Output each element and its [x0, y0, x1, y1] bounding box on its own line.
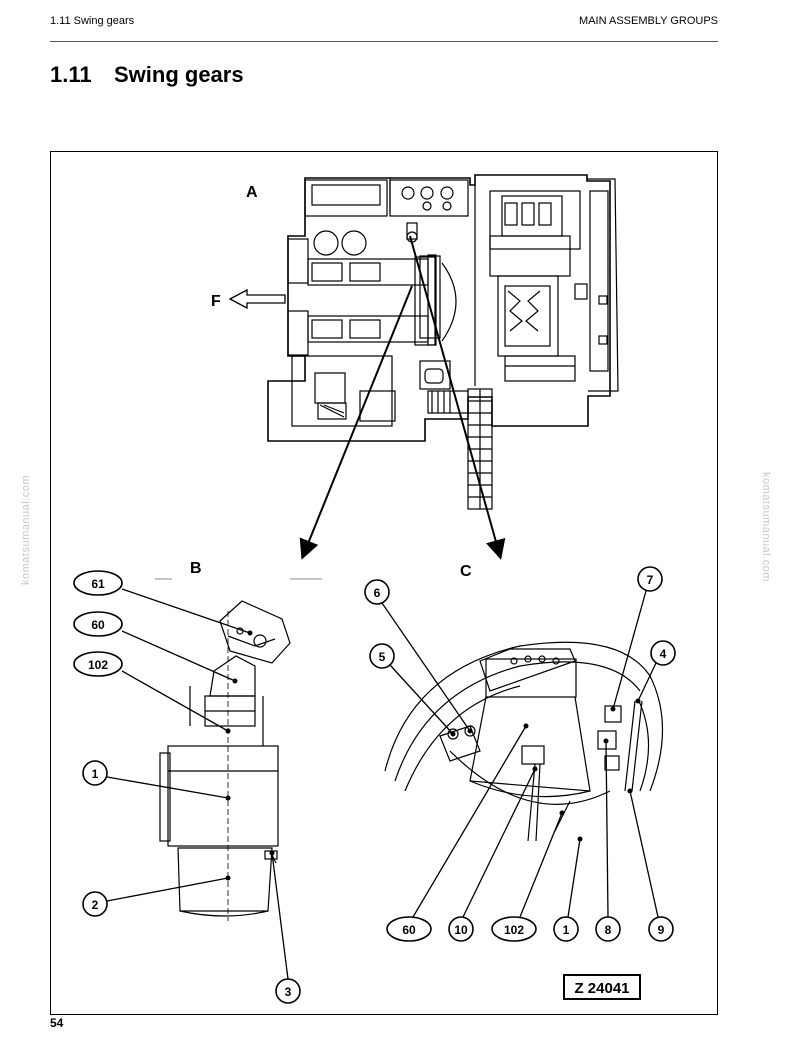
- title-number: 1.11: [50, 62, 92, 87]
- drawing-id: Z 24041: [574, 980, 629, 997]
- callout-1-b: 1: [82, 760, 231, 801]
- callout-9: 9: [627, 788, 674, 942]
- callout-3-b: 3: [269, 850, 301, 1004]
- view-a-label: A: [246, 184, 258, 201]
- header-rule: [50, 41, 718, 42]
- callout-1-c: 1: [553, 836, 583, 942]
- view-a-plan: [267, 174, 619, 510]
- header-chapter: MAIN ASSEMBLY GROUPS: [579, 15, 718, 27]
- svg-text:60: 60: [91, 618, 105, 632]
- svg-text:1: 1: [92, 767, 99, 781]
- svg-text:10: 10: [454, 923, 468, 937]
- svg-text:102: 102: [88, 658, 108, 672]
- title-text: Swing gears: [114, 62, 244, 87]
- callout-8: 8: [595, 738, 621, 942]
- callout-6: 6: [364, 579, 473, 734]
- callout-61: 61: [73, 570, 253, 636]
- svg-text:6: 6: [374, 586, 381, 600]
- callouts-view-c: 6 5 7 4 60 10: [364, 566, 676, 942]
- callout-7: 7: [610, 566, 663, 712]
- callout-60-c: 60: [386, 723, 529, 942]
- svg-text:8: 8: [605, 923, 612, 937]
- callout-2-b: 2: [82, 875, 231, 917]
- view-b-gear-side: [159, 600, 291, 921]
- swing-gear-drawing: A F B C: [73, 174, 676, 1004]
- view-b-label: B: [190, 560, 202, 577]
- direction-label: F: [211, 293, 221, 310]
- arrow-to-view-b: [299, 285, 413, 560]
- svg-text:9: 9: [658, 923, 665, 937]
- view-c-label: C: [460, 563, 472, 580]
- svg-text:60: 60: [402, 923, 416, 937]
- arrow-to-view-c: [409, 235, 506, 560]
- svg-text:61: 61: [91, 577, 105, 591]
- callout-60-b: 60: [73, 611, 238, 684]
- forward-direction-arrow: F: [211, 288, 286, 310]
- callout-102-c: 102: [491, 810, 565, 942]
- callout-10: 10: [448, 766, 538, 942]
- svg-text:7: 7: [647, 573, 654, 587]
- svg-text:4: 4: [660, 647, 667, 661]
- svg-text:102: 102: [504, 923, 524, 937]
- figure-frame: [50, 151, 718, 1015]
- watermark-right: komatsumanual.com: [760, 472, 772, 582]
- callout-5: 5: [369, 643, 456, 737]
- page-title: 1.11 Swing gears: [50, 62, 244, 88]
- svg-text:3: 3: [285, 985, 292, 999]
- svg-text:2: 2: [92, 898, 99, 912]
- view-c-gear-perspective: [384, 641, 664, 842]
- svg-text:5: 5: [379, 650, 386, 664]
- callout-4: 4: [635, 640, 676, 704]
- callout-102-b: 102: [73, 651, 231, 734]
- watermark-left: komatsumanual.com: [20, 475, 32, 585]
- callouts-view-b: 61 60 102 1 2 3: [73, 570, 301, 1004]
- drawing-id-box: Z 24041: [563, 974, 641, 1000]
- svg-text:1: 1: [563, 923, 570, 937]
- page-number: 54: [50, 1016, 64, 1030]
- header-section-ref: 1.11 Swing gears: [50, 15, 135, 27]
